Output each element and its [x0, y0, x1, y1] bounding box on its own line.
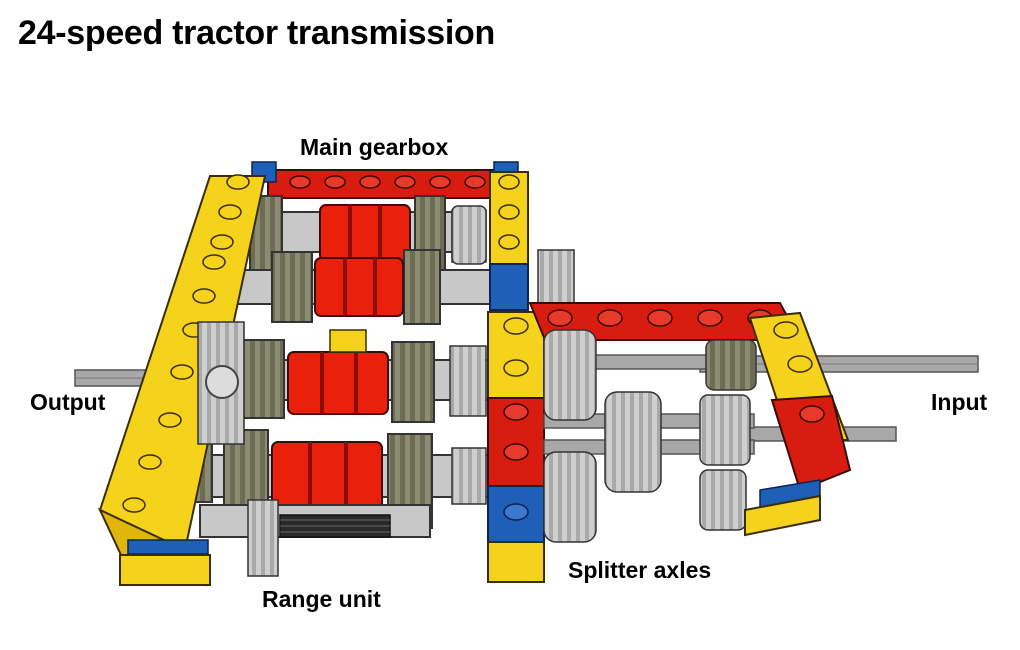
output-label: Output: [30, 389, 106, 415]
output-gear-stack: [197, 321, 245, 445]
right-yellow-frame: [744, 311, 852, 537]
diagram-title: 24-speed tractor transmission: [18, 14, 495, 52]
center-small-gear: [329, 205, 487, 353]
splitter-axles-label: Splitter axles: [568, 557, 712, 583]
range-unit-assembly: [199, 499, 431, 577]
main-shaft-second: [227, 249, 575, 331]
splitter-axles: [543, 329, 757, 543]
splitter-top-beam: [528, 302, 802, 341]
main-gearbox-label: Main gearbox: [300, 134, 449, 160]
middle-frame: [487, 171, 545, 583]
left-yellow-frame: [97, 174, 267, 587]
input-label: Input: [931, 389, 988, 415]
range-unit-label: Range unit: [262, 586, 381, 612]
main-gearbox-top-beam: [251, 161, 519, 199]
main-shaft-third: [229, 339, 499, 423]
